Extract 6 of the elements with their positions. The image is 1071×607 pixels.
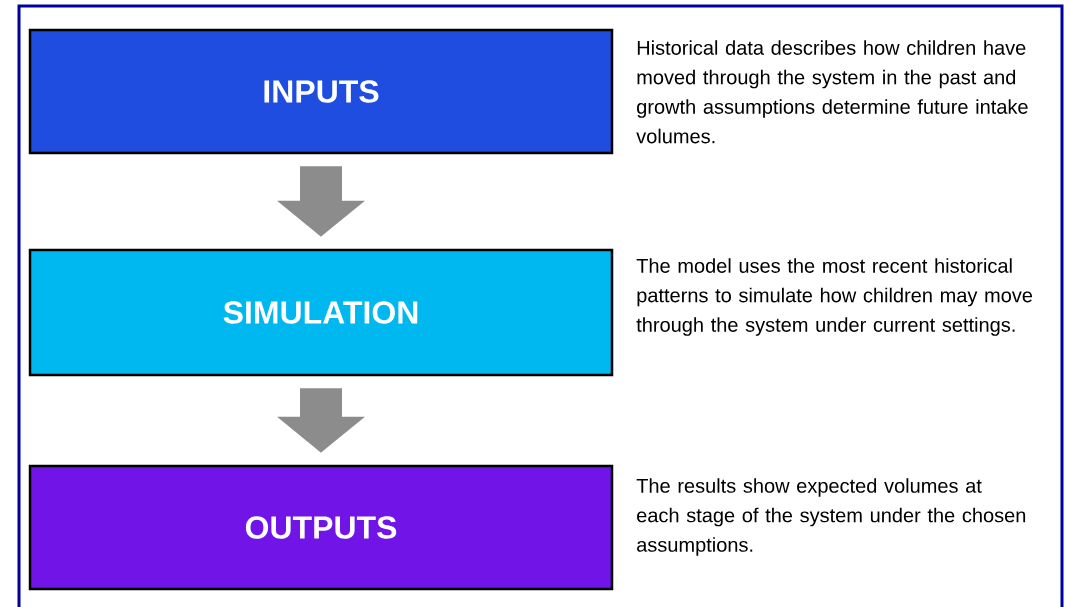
process-box: SIMULATION [28,248,614,377]
process-box: INPUTS [28,28,614,155]
description-text: The model uses the most recent historical patterns to simulate how children may move through the system under current settings. [636,258,1033,336]
description-text: The results show expected volumes at each stage of the system under the chosen assumptions. [636,478,1026,556]
process-box: OUTPUTS [28,464,614,591]
description-text: Historical data describes how children have moved through the system in the past and growth assumptions determine future intake volumes. [636,40,1028,144]
